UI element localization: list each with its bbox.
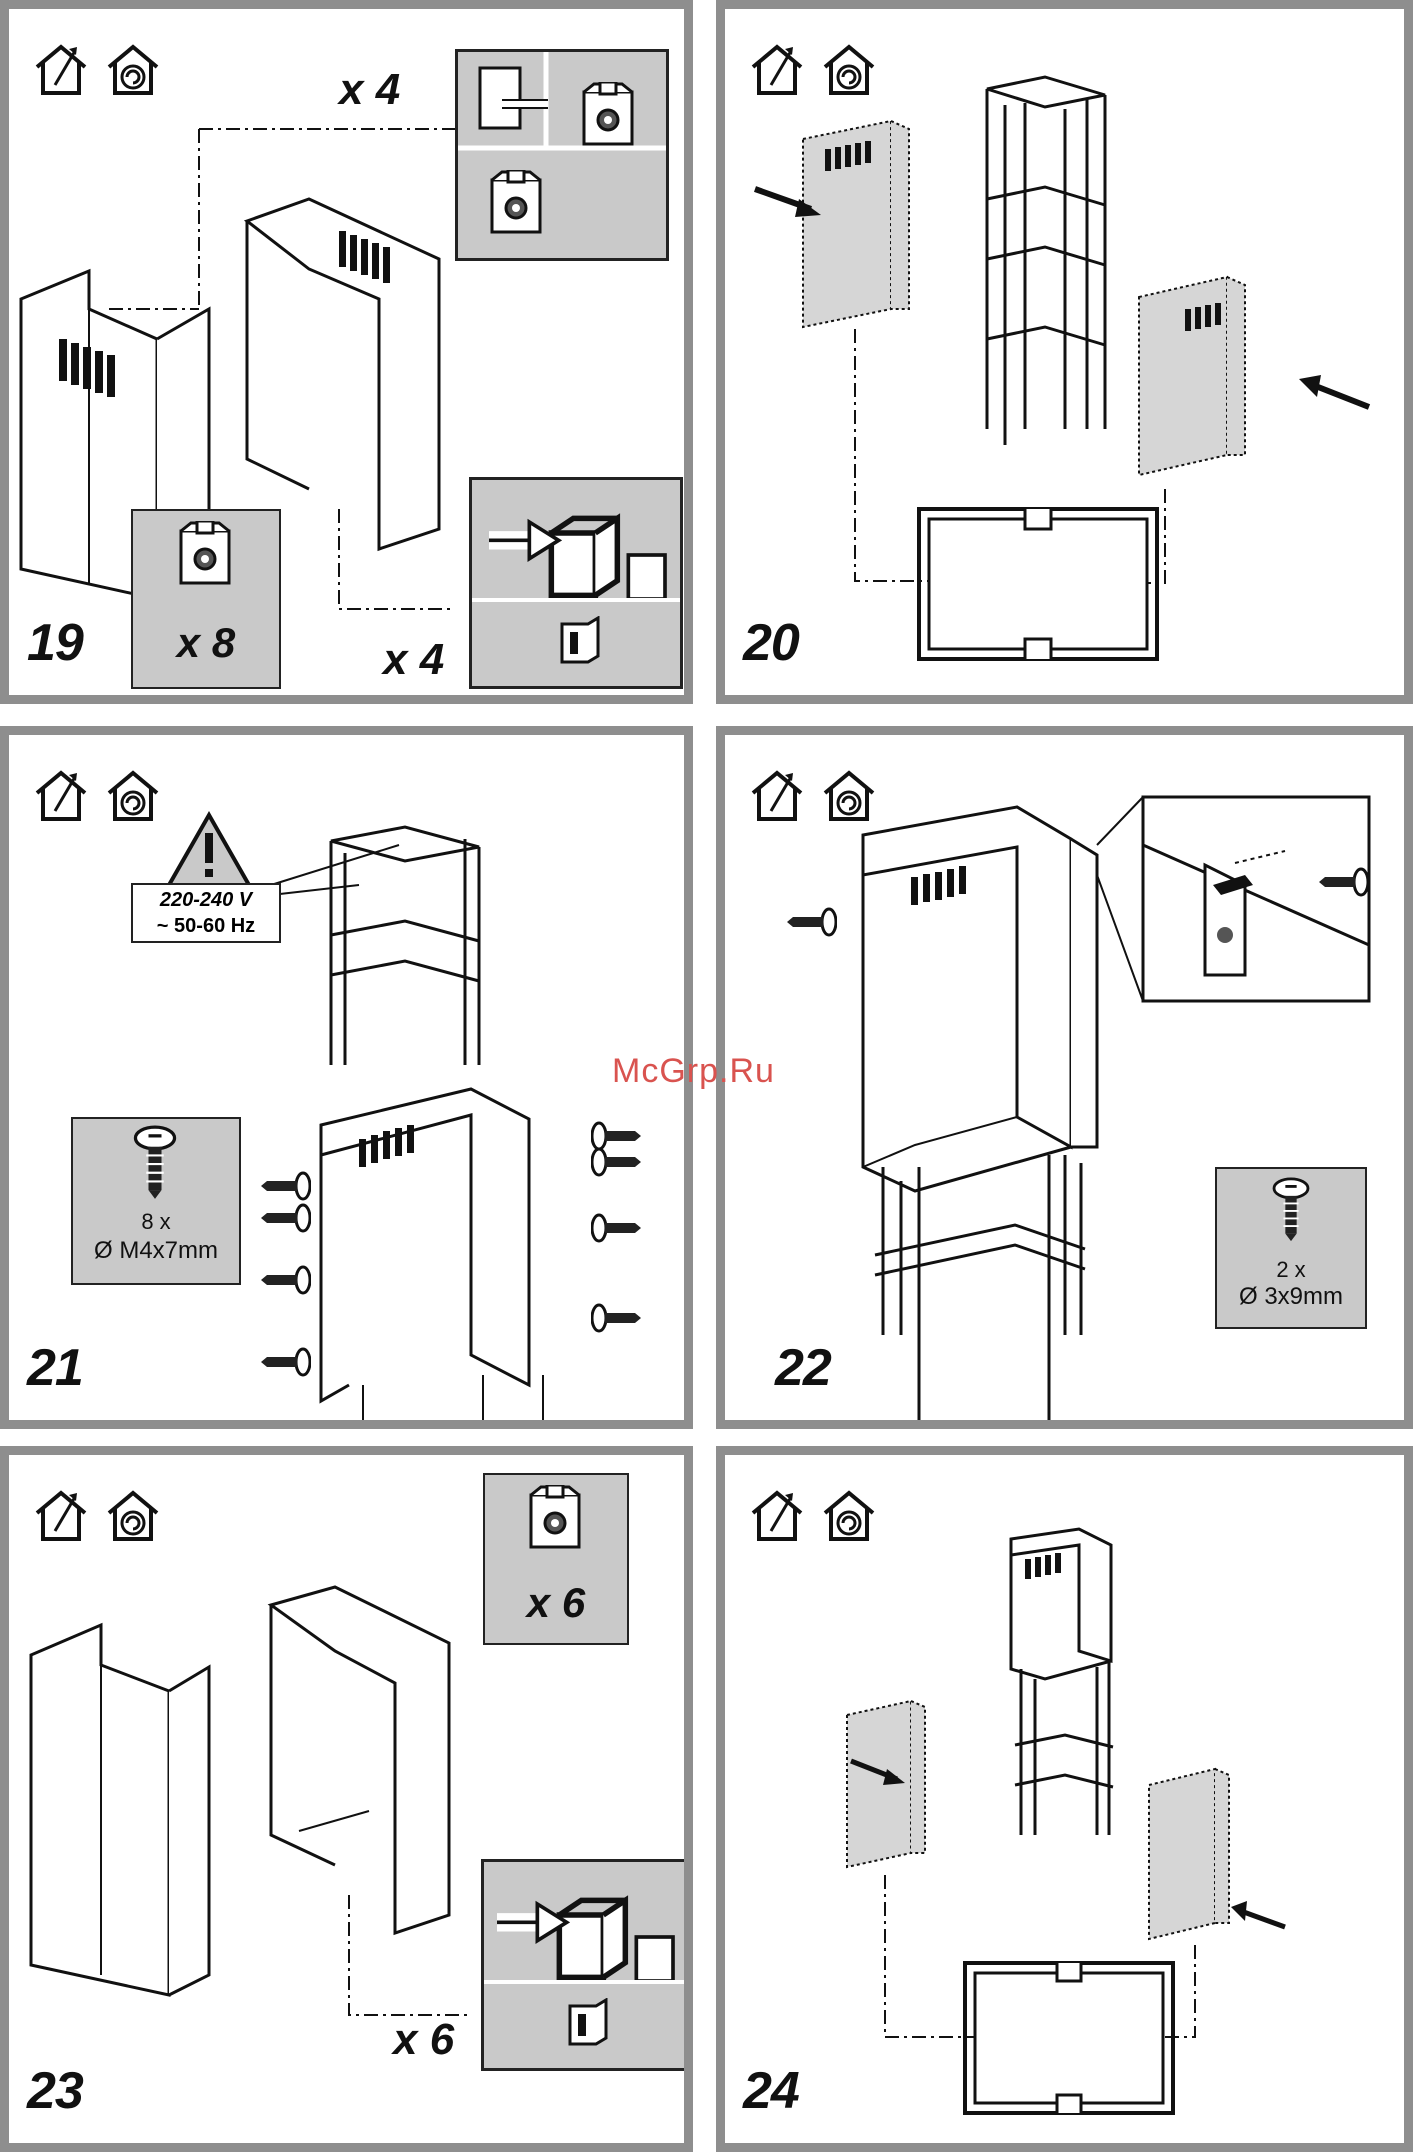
screw-count-label: 8 x <box>73 1209 239 1235</box>
screw-count-box: 8 x Ø M4x7mm <box>71 1117 241 1285</box>
step-19-panel: x 4 x 8 x 4 19 <box>0 0 693 704</box>
screw-icon <box>787 907 837 937</box>
screw-icon <box>1271 1177 1311 1243</box>
screw-icon <box>591 1147 641 1177</box>
step-number: 19 <box>27 613 83 673</box>
step-number: 20 <box>743 613 799 673</box>
screw-icon <box>591 1303 641 1333</box>
step-20-panel: 20 <box>716 0 1413 704</box>
multiplier-top: x 4 <box>339 65 400 115</box>
watermark-text: McGrp.Ru <box>612 1052 775 1091</box>
frame-cover-screws-drawing <box>9 735 684 1420</box>
nut-count-label: x 8 <box>133 619 279 667</box>
screw-icon <box>591 1213 641 1243</box>
step-23-panel: x 6 x 6 23 <box>0 1446 693 2152</box>
cage-nut-icon <box>175 521 235 591</box>
screw-size-label: Ø M4x7mm <box>73 1237 239 1265</box>
clip-installed-icon <box>558 616 604 666</box>
clip-installed-icon <box>566 1998 612 2048</box>
cage-nut-icon <box>486 170 546 240</box>
clip-icon <box>482 500 672 610</box>
screw-icon <box>261 1171 311 1201</box>
voltage-text: 220-240 V <box>139 887 273 913</box>
step-number: 22 <box>775 1338 831 1398</box>
clip-icon <box>492 1882 678 1992</box>
clip-inset <box>469 477 683 689</box>
cage-nut-icon <box>578 82 638 152</box>
cage-nut-icon <box>525 1485 585 1555</box>
nut-count-box: x 6 <box>483 1473 629 1645</box>
voltage-label: 220-240 V ~ 50-60 Hz <box>131 883 281 943</box>
step-number: 21 <box>27 1338 83 1398</box>
screw-icon <box>1319 867 1369 897</box>
step-22-panel: 2 x Ø 3x9mm 22 <box>716 726 1413 1429</box>
cage-nut-inset <box>455 49 669 261</box>
frequency-text: ~ 50-60 Hz <box>139 913 273 939</box>
screw-count-box: 2 x Ø 3x9mm <box>1215 1167 1367 1329</box>
nut-count-box: x 8 <box>131 509 281 689</box>
nut-count-label: x 6 <box>485 1579 627 1627</box>
step-number: 24 <box>743 2061 799 2121</box>
screw-icon <box>261 1203 311 1233</box>
clip-inset <box>481 1859 687 2071</box>
screw-icon <box>261 1265 311 1295</box>
screw-icon <box>133 1125 177 1201</box>
multiplier-bottom: x 4 <box>383 635 444 685</box>
multiplier-bottom: x 6 <box>393 2015 454 2065</box>
step-number: 23 <box>27 2061 83 2121</box>
lower-panels-drawing <box>725 1455 1404 2143</box>
screw-count-label: 2 x <box>1217 1257 1365 1283</box>
step-24-panel: 24 <box>716 1446 1413 2152</box>
step-21-panel: 220-240 V ~ 50-60 Hz 8 x Ø M4x7mm 21 <box>0 726 693 1429</box>
screw-icon <box>261 1347 311 1377</box>
screw-size-label: Ø 3x9mm <box>1217 1283 1365 1311</box>
frame-panels-drawing <box>725 9 1404 695</box>
